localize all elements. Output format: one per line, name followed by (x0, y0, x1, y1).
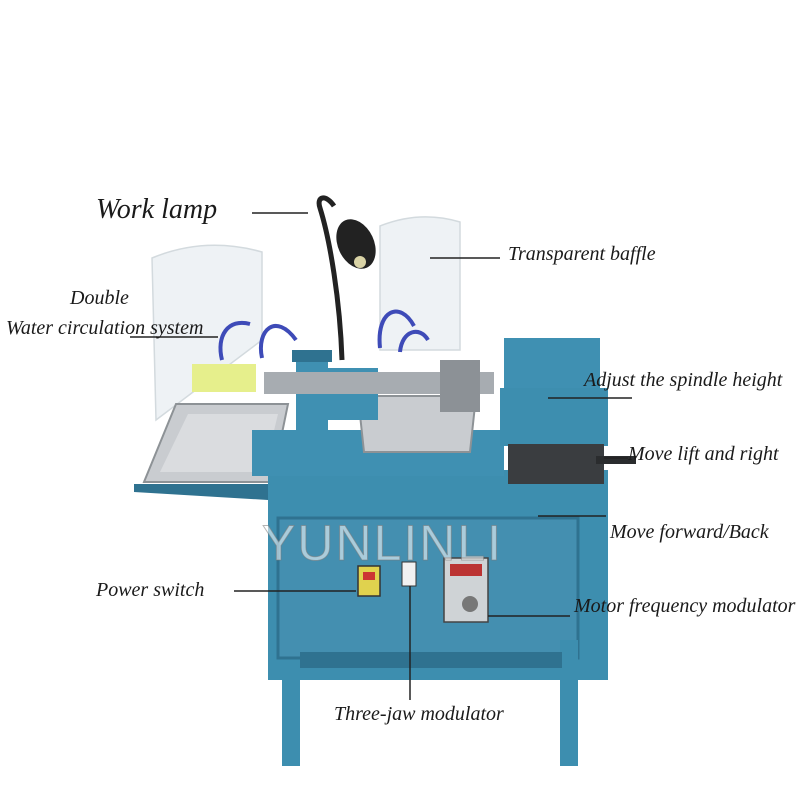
lamp-head (336, 219, 376, 269)
water-pipe-2 (258, 324, 298, 359)
lamp-arm (316, 195, 345, 361)
left-tray-inner (160, 414, 278, 472)
label-power-switch: Power switch (96, 579, 205, 601)
jaw-switch-box (401, 561, 417, 587)
left-baffle (151, 244, 263, 422)
water-pipe-4 (398, 329, 430, 353)
chuck (440, 360, 480, 412)
label-motor-frequency: Motor frequency modulator (574, 595, 796, 617)
label-move-forward-back: Move forward/Back (610, 521, 769, 543)
watermark: YUNLINLI (261, 515, 504, 572)
handwheel-bar (596, 456, 636, 464)
label-adjust-spindle: Adjust the spindle height (584, 369, 783, 391)
label-water-circulation: Water circulation system (6, 317, 204, 339)
right-leg (560, 640, 578, 766)
grinding-wheel (192, 364, 256, 392)
motor-knob (462, 596, 478, 612)
label-move-lift-right: Move lift and right (628, 443, 779, 465)
label-three-jaw: Three-jaw modulator (334, 703, 504, 725)
bottom-bar (300, 652, 562, 668)
label-transparent-baffle: Transparent baffle (508, 243, 656, 265)
left-leg (282, 660, 300, 766)
label-double: Double (70, 287, 129, 309)
right-slide (500, 388, 608, 446)
label-work-lamp: Work lamp (96, 194, 218, 225)
lamp-light (354, 256, 366, 268)
water-pipe-1 (218, 320, 251, 361)
side-shelf (134, 484, 268, 500)
spindle (264, 372, 494, 394)
right-baffle (379, 216, 461, 351)
water-pipe-3 (377, 309, 416, 349)
power-switch-button (363, 572, 375, 580)
headstock-cap (292, 350, 332, 362)
right-head (504, 338, 600, 390)
cross-slide (508, 444, 604, 484)
motor-display (450, 564, 482, 576)
